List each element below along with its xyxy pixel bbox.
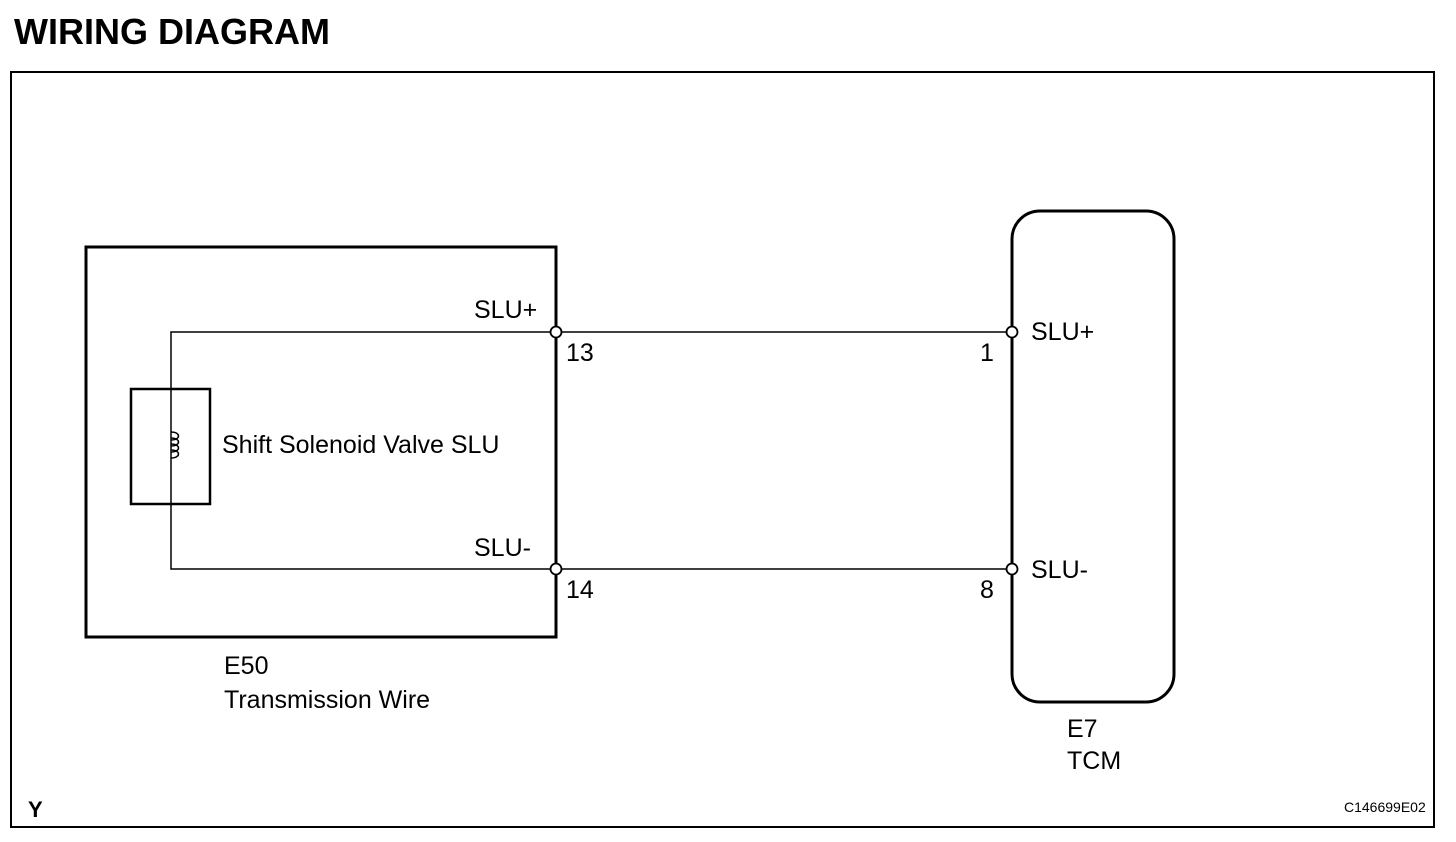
solenoid-label: Shift Solenoid Valve SLU — [222, 431, 500, 459]
internal-wire-plus — [170, 331, 551, 430]
terminal-e7-1 — [1005, 325, 1019, 339]
e7-slu-minus-label: SLU- — [1031, 556, 1088, 584]
corner-letter: Y — [28, 797, 43, 822]
terminal-e7-8 — [1005, 562, 1019, 576]
tcm-box — [1010, 209, 1176, 704]
coil-icon — [170, 430, 180, 462]
terminal-e50-14 — [549, 562, 563, 576]
e50-pin-14: 14 — [566, 576, 594, 604]
e50-connector-code: E50 — [224, 652, 269, 680]
e50-slu-plus-label: SLU+ — [474, 296, 538, 324]
diagram-frame — [10, 71, 1435, 828]
e7-pin-1: 1 — [980, 339, 994, 367]
e50-slu-minus-label: SLU- — [474, 534, 531, 562]
e7-connector-name: TCM — [1067, 747, 1122, 775]
e7-slu-plus-label: SLU+ — [1031, 318, 1095, 346]
e50-pin-13: 13 — [566, 339, 594, 367]
page-title: WIRING DIAGRAM — [14, 11, 330, 52]
terminal-e50-13 — [549, 325, 563, 339]
e7-pin-8: 8 — [980, 576, 994, 604]
e7-connector-code: E7 — [1067, 715, 1098, 743]
e50-connector-name: Transmission Wire — [224, 686, 431, 714]
internal-wire-minus — [170, 462, 551, 570]
figure-code: C146699E02 — [1344, 799, 1426, 815]
e50-box — [84, 245, 558, 639]
